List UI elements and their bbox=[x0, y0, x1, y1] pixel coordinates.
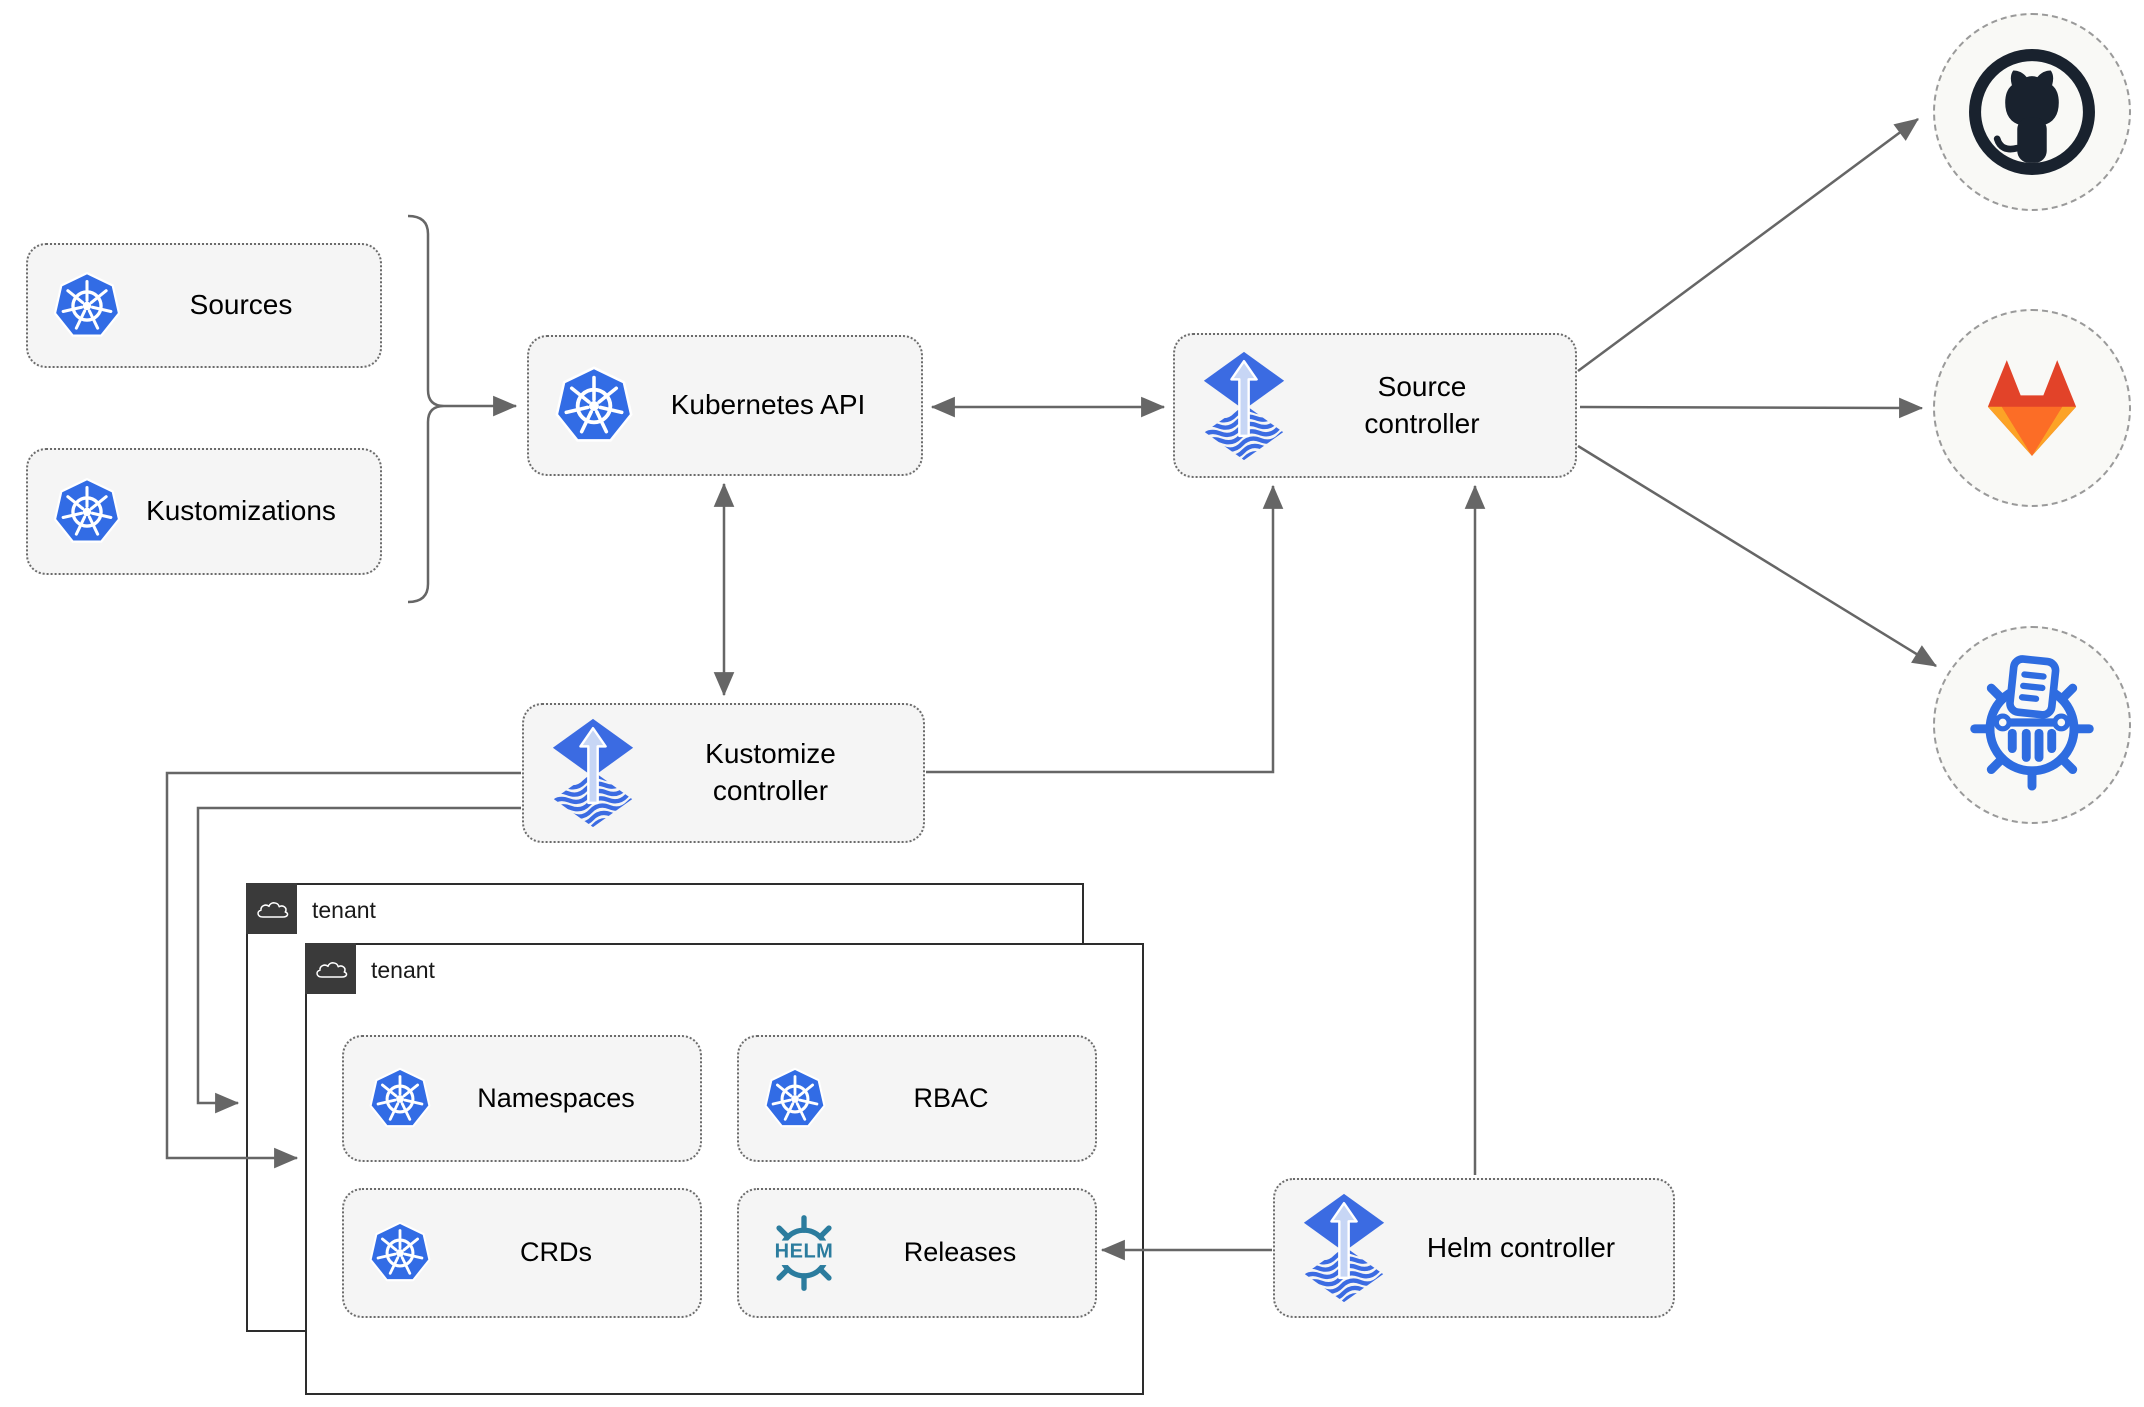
node-kustomize-controller-label: Kustomize controller bbox=[705, 738, 836, 806]
flux-icon bbox=[1297, 1192, 1391, 1304]
tenant-label: tenant bbox=[312, 897, 376, 923]
tenant-container-front: tenant Namespaces bbox=[305, 943, 1144, 1395]
node-kubernetes-api-label: Kubernetes API bbox=[670, 389, 866, 421]
external-github bbox=[1933, 13, 2131, 211]
node-helm-controller: Helm controller bbox=[1273, 1178, 1675, 1318]
node-crds: CRDs bbox=[342, 1188, 702, 1318]
helm-icon: HELM bbox=[761, 1210, 847, 1296]
gitlab-icon bbox=[1969, 355, 2095, 461]
node-rbac: RBAC bbox=[737, 1035, 1097, 1162]
node-namespaces-label: Namespaces bbox=[477, 1082, 635, 1113]
node-releases-label: Releases bbox=[903, 1237, 1017, 1268]
node-kustomize-controller: Kustomize controller bbox=[522, 703, 925, 843]
node-kubernetes-api: Kubernetes API bbox=[527, 335, 923, 476]
kubernetes-icon bbox=[50, 475, 124, 549]
connector-source-to-github bbox=[1577, 117, 1919, 373]
external-gitlab bbox=[1933, 309, 2131, 507]
node-kustomizations-label: Kustomizations bbox=[146, 495, 336, 527]
node-source-controller: Source controller bbox=[1173, 333, 1577, 478]
external-chartmuseum bbox=[1933, 626, 2131, 824]
chartmuseum-icon bbox=[1965, 655, 2099, 795]
kubernetes-icon bbox=[761, 1065, 829, 1133]
connector-kustomize-to-source-controller bbox=[926, 484, 1284, 774]
flux-icon bbox=[1197, 350, 1291, 462]
node-crds-label: CRDs bbox=[520, 1237, 592, 1268]
kubernetes-icon bbox=[551, 363, 637, 449]
node-rbac-label: RBAC bbox=[913, 1082, 989, 1113]
tenant-label: tenant bbox=[371, 957, 435, 983]
tenant-tab bbox=[305, 943, 356, 994]
node-sources-label: Sources bbox=[189, 289, 293, 321]
node-sources: Sources bbox=[26, 243, 382, 368]
node-releases: HELM Releases bbox=[737, 1188, 1097, 1318]
group-brace bbox=[407, 214, 445, 604]
node-namespaces: Namespaces bbox=[342, 1035, 702, 1162]
cloud-icon bbox=[253, 895, 291, 923]
kubernetes-icon bbox=[366, 1065, 434, 1133]
node-kustomizations: Kustomizations bbox=[26, 448, 382, 575]
connector-source-to-chartmuseum bbox=[1577, 444, 1937, 668]
tenant-tab bbox=[246, 883, 297, 934]
node-source-controller-label: Source controller bbox=[1364, 370, 1480, 439]
kubernetes-icon bbox=[50, 269, 124, 343]
flux-icon bbox=[546, 717, 640, 829]
node-helm-controller-label: Helm controller bbox=[1426, 1231, 1616, 1263]
connector-source-to-gitlab bbox=[1579, 397, 1924, 419]
cloud-icon bbox=[312, 955, 350, 983]
github-icon bbox=[1965, 45, 2099, 179]
kubernetes-icon bbox=[366, 1219, 434, 1287]
helm-wordmark: HELM bbox=[772, 1240, 836, 1264]
